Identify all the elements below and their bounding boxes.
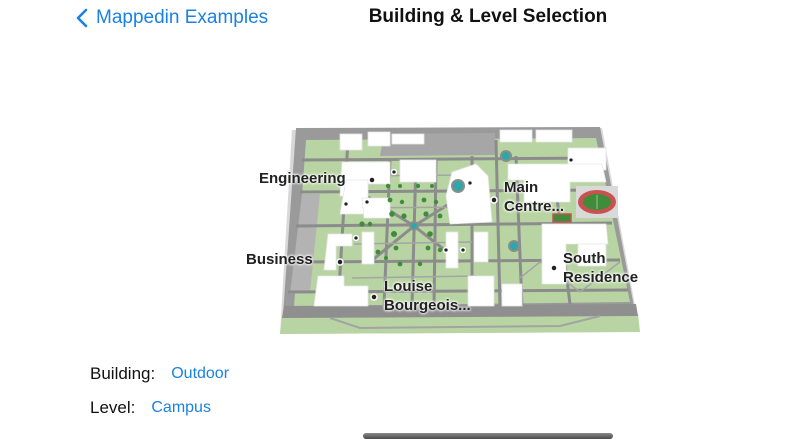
level-value[interactable]: Campus: [151, 399, 211, 416]
map-label-main-centre-line1: Main: [504, 179, 539, 196]
building-row: Building: Outdoor: [90, 364, 229, 384]
chevron-left-icon: [76, 8, 88, 28]
map-label-south-residence[interactable]: South Residence: [563, 249, 638, 287]
level-row: Level: Campus: [90, 398, 211, 418]
map-label-business[interactable]: Business: [246, 251, 313, 268]
map-label-south-line2: Residence: [563, 269, 639, 286]
map-label-louise-bourgeois[interactable]: Louise Bourgeois...: [384, 277, 471, 315]
map-label-louise-line2: Bourgeois...: [384, 297, 471, 314]
map-label-main-centre[interactable]: Main Centre...: [504, 178, 564, 216]
campus-map[interactable]: Engineering Business Main Centre... Loui…: [240, 120, 660, 342]
home-indicator[interactable]: [363, 433, 613, 439]
page-title: Building & Level Selection: [368, 6, 608, 27]
back-button[interactable]: Mappedin Examples: [76, 6, 268, 30]
back-button-label: Mappedin Examples: [96, 7, 269, 28]
building-label: Building:: [90, 364, 156, 383]
map-label-louise-line1: Louise: [384, 278, 433, 295]
map-label-south-line1: South: [563, 250, 606, 267]
building-value[interactable]: Outdoor: [171, 365, 230, 382]
level-label: Level:: [90, 398, 136, 417]
map-canvas[interactable]: [240, 120, 660, 342]
map-label-engineering[interactable]: Engineering: [259, 170, 346, 187]
map-label-main-centre-line2: Centre...: [504, 198, 565, 215]
